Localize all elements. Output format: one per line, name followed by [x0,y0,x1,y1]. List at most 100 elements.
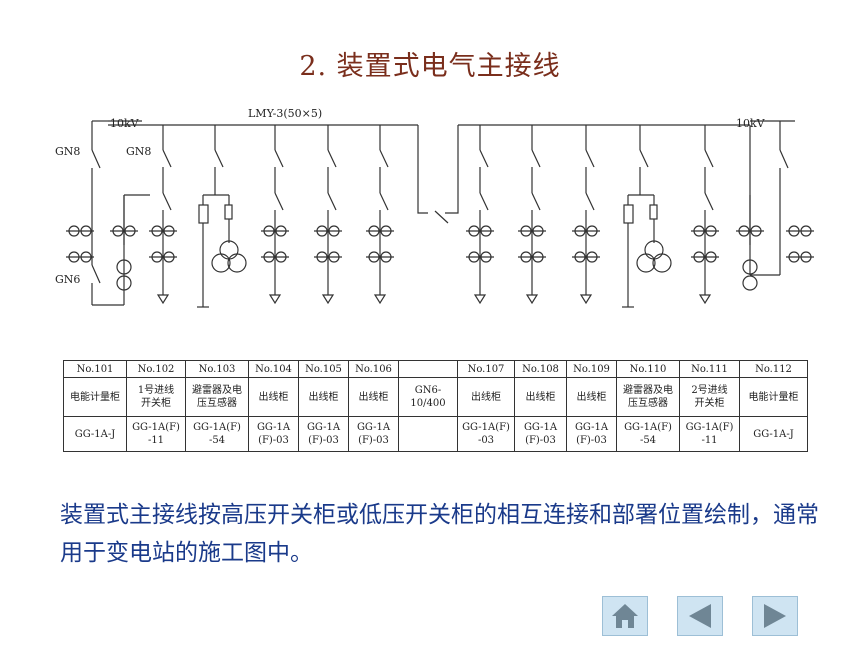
cable-terminal-icon [698,294,712,305]
panel-number-cell: No.108 [514,360,567,378]
panel-name-cell: 2号进线 开关柜 [679,377,740,417]
previous-button[interactable] [677,596,723,636]
panel-model-cell: GG-1A(F) -11 [679,416,740,452]
panel-name-cell: 电能计量柜 [739,377,808,417]
disconnector-icon [479,149,489,168]
bus-coupler [417,125,459,224]
panel-model-cell: GG-1A (F)-03 [348,416,399,452]
gn8-label-b: GN8 [126,145,151,158]
voltmeter-icon [742,275,758,291]
disconnector-icon [704,149,714,168]
breaker-icon [585,192,595,211]
breaker-icon [162,192,172,211]
panel-name-cell: 避雷器及电 压互感器 [185,377,249,417]
panel-model-cell: GG-1A(F) -03 [457,416,515,452]
disconnector-icon [531,149,541,168]
home-button[interactable] [602,596,648,636]
voltmeter-icon [116,275,132,291]
panel-number-cell: No.105 [298,360,349,378]
potential-transformer-icon [227,253,247,273]
panel-name-cell: 出线柜 [248,377,299,417]
panel-model-cell: GG-1A (F)-03 [248,416,299,452]
panel-model-cell [398,416,458,452]
breaker-icon [379,192,389,211]
wiring-lines [91,120,795,306]
next-button[interactable] [752,596,798,636]
triangle-left-icon [689,604,711,628]
potential-transformer-icon [211,253,231,273]
panel-name-cell: 出线柜 [298,377,349,417]
panel-number-cell: No.101 [63,360,127,378]
cable-terminal-icon [156,294,170,305]
page-title: 2. 装置式电气主接线 [299,51,561,82]
cable-terminal-icon [473,294,487,305]
arrester-icon [198,204,209,224]
voltmeter-icon [116,259,132,275]
voltmeter-icon [742,259,758,275]
panel-name-cell: 出线柜 [566,377,617,417]
panel-name-cell: 出线柜 [514,377,567,417]
panel-number-cell: No.109 [566,360,617,378]
panel-name-cell: GN6-10/400 [398,377,458,417]
arrester-icon [623,204,634,224]
panel-number-cell: No.102 [126,360,186,378]
panel-number-cell: No.112 [739,360,808,378]
panel-model-cell: GG-1A (F)-03 [298,416,349,452]
description-text: 装置式主接线按高压开关柜或低压开关柜的相互连接和部署位置绘制，通常用于变电站的施… [60,502,819,566]
panel-model-cell: GG-1A(F) -11 [126,416,186,452]
diagram-labels: LMY-3(50×5) 10kV 10kV GN8 GN8 GN6 [55,107,766,286]
panel-name-cell: 出线柜 [348,377,399,417]
panel-number-cell: No.110 [616,360,680,378]
cable-terminal-icon [525,294,539,305]
disconnector-icon [379,149,389,168]
cable-terminal-icon [268,294,282,305]
cable-terminal-icon [579,294,593,305]
gn6-label: GN6 [55,273,80,286]
panel-model-cell: GG-1A(F) -54 [616,416,680,452]
breaker-icon [327,192,337,211]
fuse-icon [224,204,233,220]
panel-model-cell: GG-1A (F)-03 [514,416,567,452]
panel-name-cell: 出线柜 [457,377,515,417]
panel-model-cell: GG-1A (F)-03 [566,416,617,452]
panel-model-cell: GG-1A(F) -54 [185,416,249,452]
potential-transformer-icon [219,240,239,260]
feeder-group [66,125,814,308]
gn8-label-a: GN8 [55,145,80,158]
panel-name-cell: 避雷器及电 压互感器 [616,377,680,417]
bus-label: LMY-3(50×5) [248,107,322,120]
panel-number-cell: No.107 [457,360,515,378]
panel-model-cell: GG-1A-J [739,416,808,452]
main-wiring-diagram: LMY-3(50×5) 10kV 10kV GN8 GN8 GN6 [55,107,814,308]
fuse-icon [649,204,658,220]
cable-terminal-icon [373,294,387,305]
disconnector-icon [162,149,172,168]
disconnector-icon [327,149,337,168]
panel-number-cell [398,360,458,378]
panel-number-cell: No.106 [348,360,399,378]
cable-terminal-icon [321,294,335,305]
disconnector-icon [274,149,284,168]
panel-number-cell: No.103 [185,360,249,378]
triangle-right-icon [764,604,786,628]
panel-name-cell: 电能计量柜 [63,377,127,417]
potential-transformer-icon [644,240,664,260]
home-icon [612,604,638,628]
right-feed-label: 10kV [736,117,766,130]
breaker-icon [531,192,541,211]
panel-number-cell: No.111 [679,360,740,378]
panel-number-cell: No.104 [248,360,299,378]
breaker-icon [479,192,489,211]
disconnector-icon [585,149,595,168]
potential-transformer-icon [652,253,672,273]
breaker-icon [274,192,284,211]
left-feed-label: 10kV [110,117,140,130]
breaker-icon [704,192,714,211]
potential-transformer-icon [636,253,656,273]
panel-name-cell: 1号进线 开关柜 [126,377,186,417]
panel-model-cell: GG-1A-J [63,416,127,452]
